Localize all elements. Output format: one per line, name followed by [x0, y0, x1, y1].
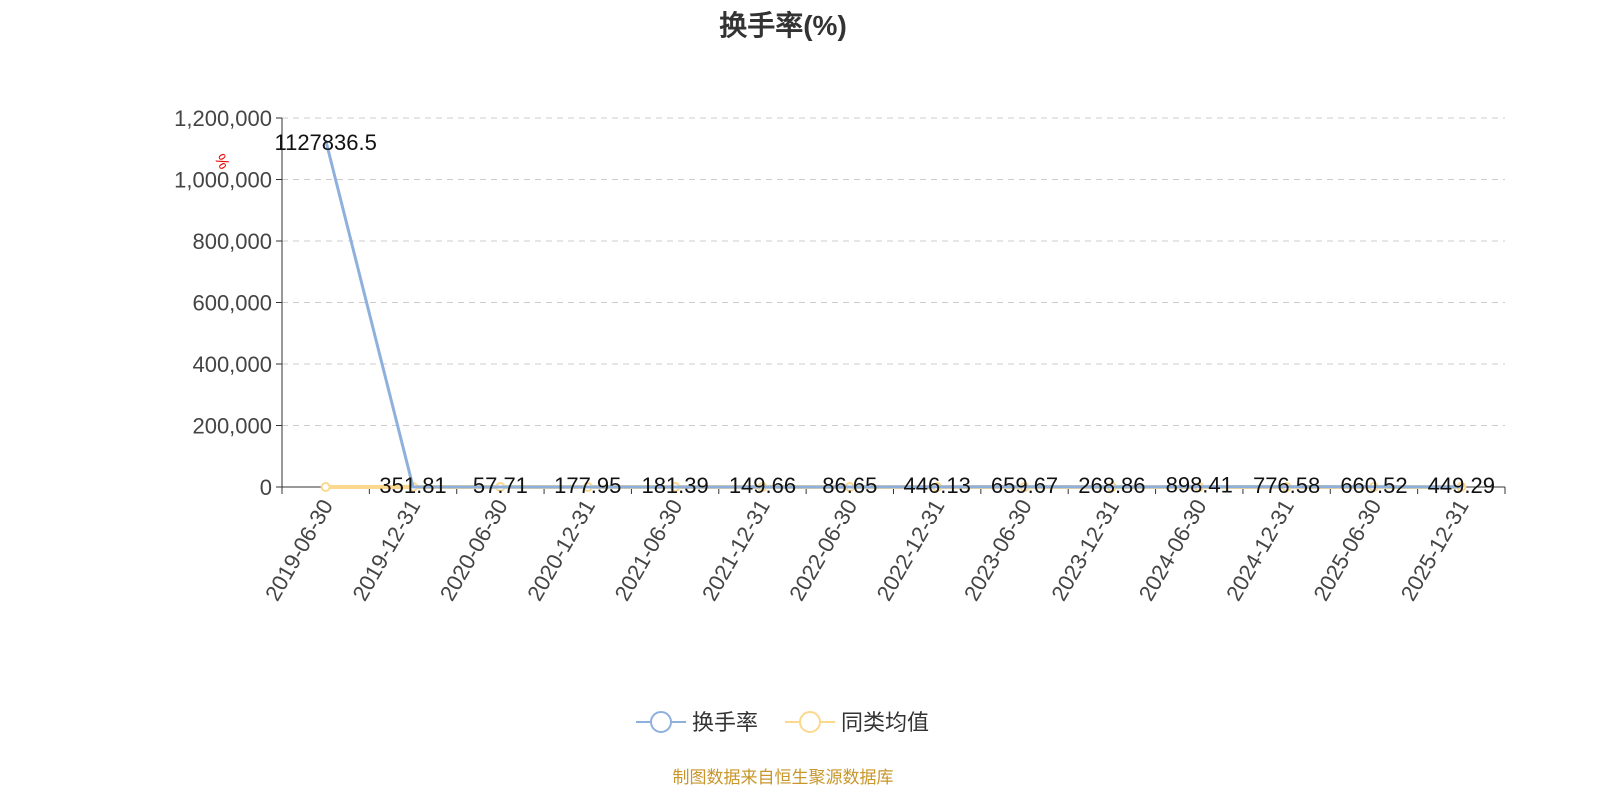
x-tick-label: 2022-06-30 [784, 495, 862, 605]
x-tick-label: 2020-12-31 [522, 495, 600, 605]
x-tick-label: 2021-06-30 [610, 495, 688, 605]
data-label: 776.58 [1253, 473, 1320, 498]
series-line-turnover [324, 139, 1462, 489]
x-tick-label: 2021-12-31 [697, 495, 775, 605]
legend-label: 换手率 [692, 710, 758, 735]
chart-title: 换手率(%) [719, 10, 847, 41]
data-label: 660.52 [1340, 473, 1407, 498]
data-label: 898.41 [1166, 473, 1233, 498]
data-label: 351.81 [379, 473, 446, 498]
data-label: 659.67 [991, 473, 1058, 498]
data-label: 86.65 [822, 473, 877, 498]
legend-label: 同类均值 [841, 710, 929, 735]
y-tick-label: 1,200,000 [174, 106, 272, 131]
y-tick-label: 800,000 [192, 229, 272, 254]
data-label: 446.13 [904, 473, 971, 498]
data-label: 149.66 [729, 473, 796, 498]
source-note: 制图数据来自恒生聚源数据库 [672, 768, 894, 787]
x-tick-label: 2025-06-30 [1308, 495, 1386, 605]
x-tick-label: 2023-12-31 [1046, 495, 1124, 605]
x-tick-label: 2025-12-31 [1396, 495, 1474, 605]
data-label: 1127836.5 [274, 130, 376, 155]
x-tick-label: 2019-12-31 [347, 495, 425, 605]
x-tick-label: 2024-12-31 [1221, 495, 1299, 605]
data-label: 268.86 [1078, 473, 1145, 498]
x-tick-label: 2024-06-30 [1134, 495, 1212, 605]
data-label: 449.29 [1428, 473, 1495, 498]
y-tick-label: 400,000 [192, 352, 272, 377]
data-point [320, 482, 331, 492]
x-tick-label: 2022-12-31 [872, 495, 950, 605]
x-tick-label: 2023-06-30 [959, 495, 1037, 605]
y-tick-label: 1,000,000 [174, 168, 272, 193]
legend-marker [799, 711, 821, 733]
data-label: 177.95 [554, 473, 621, 498]
x-tick-label: 2020-06-30 [435, 495, 513, 605]
legend-marker [650, 711, 672, 733]
y-tick-label: 200,000 [192, 414, 272, 439]
data-label: 181.39 [641, 473, 708, 498]
y-tick-label: 0 [260, 475, 272, 500]
x-tick-label: 2019-06-30 [260, 495, 338, 605]
y-tick-label: 600,000 [192, 291, 272, 316]
data-label: 57.71 [473, 473, 528, 498]
